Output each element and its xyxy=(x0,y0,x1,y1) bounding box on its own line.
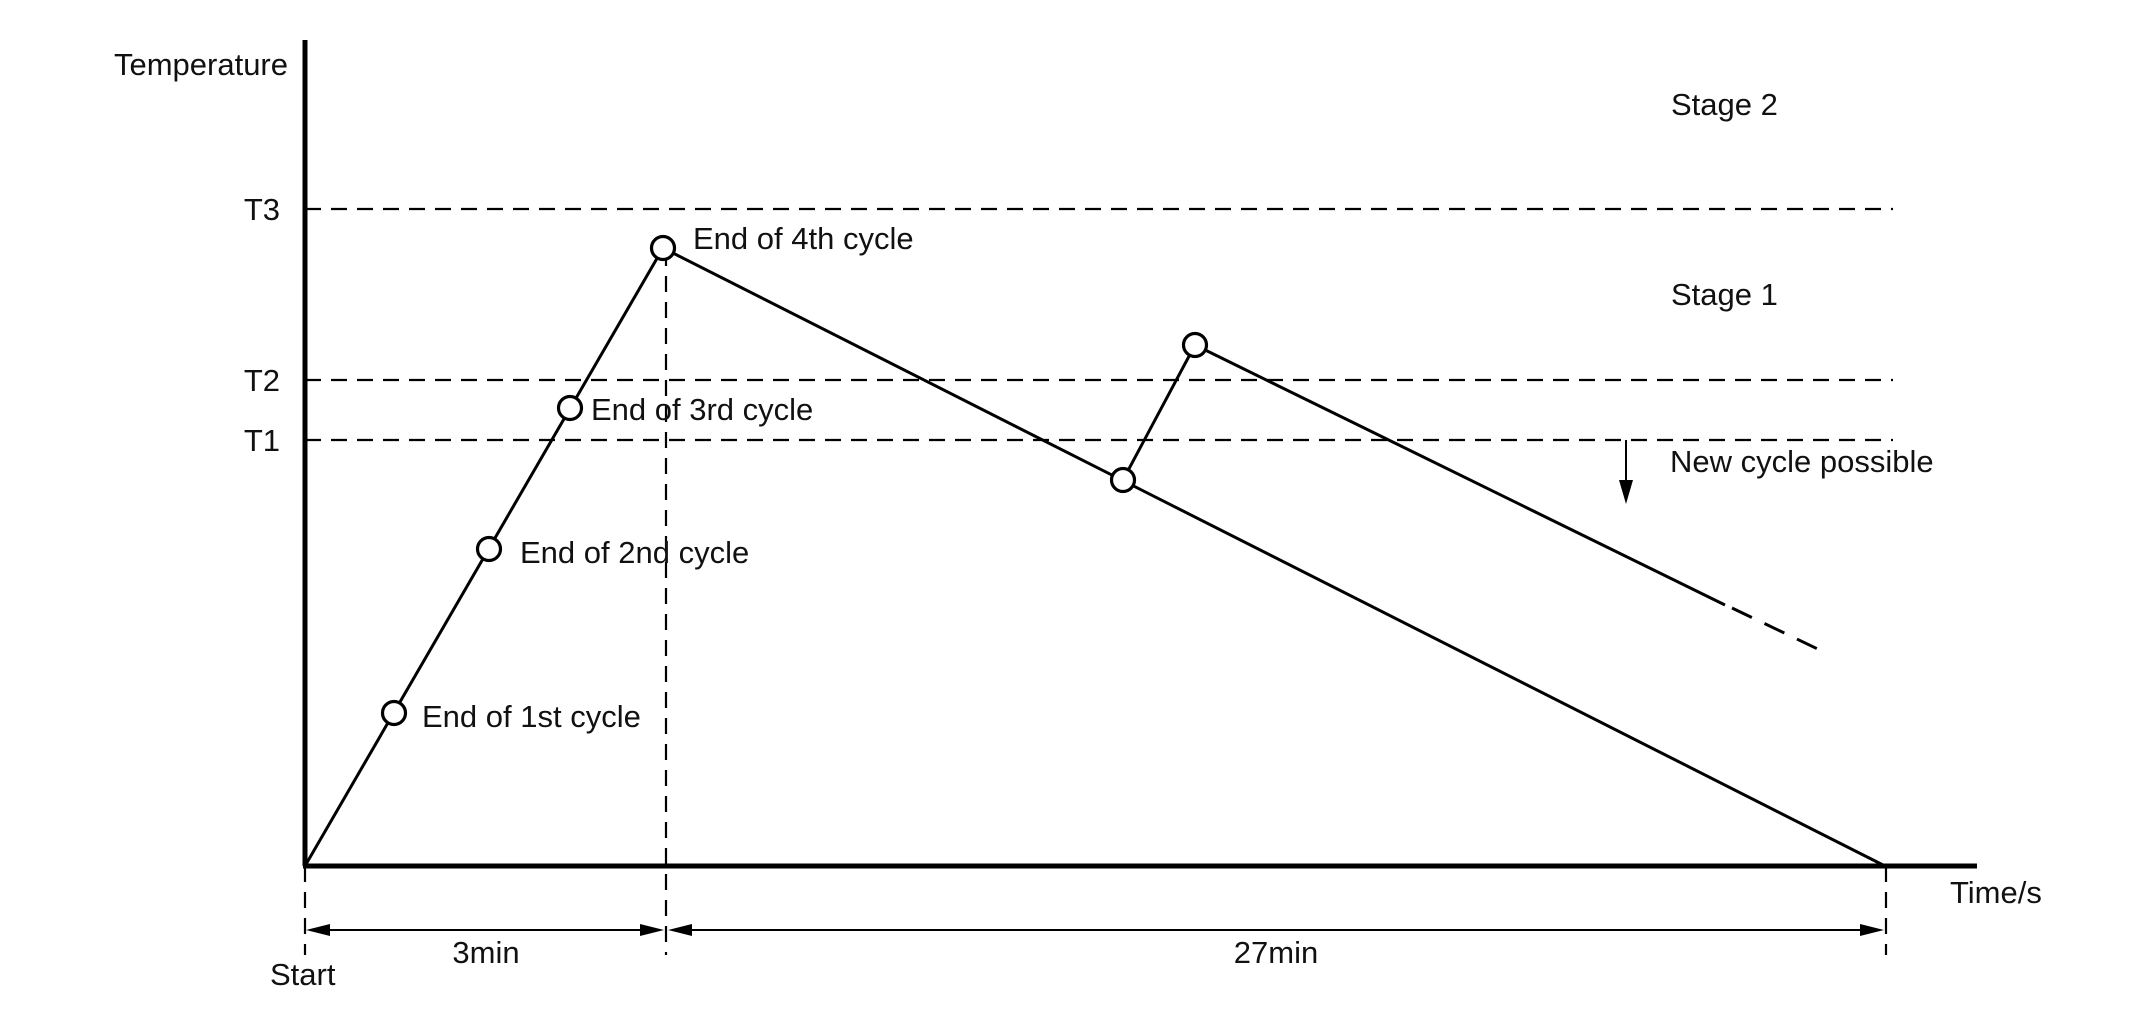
cooling-line-secondary xyxy=(1194,343,1726,607)
marker-end-of-4th-cycle xyxy=(649,234,677,262)
duration-27min-arrow-left xyxy=(668,924,692,936)
cooling-line-secondary-continuation xyxy=(1731,606,1825,654)
reheat-line xyxy=(1121,344,1197,481)
duration-27min-arrow-right xyxy=(1860,924,1884,936)
threshold-label-t3: T3 xyxy=(244,192,280,227)
label-end-of-4th-cycle: End of 4th cycle xyxy=(693,221,914,256)
stage-2-label: Stage 2 xyxy=(1671,87,1778,122)
duration-3min-arrow-left xyxy=(306,924,330,936)
new-cycle-label: New cycle possible xyxy=(1670,444,1934,479)
marker-end-of-1st-cycle xyxy=(380,699,408,727)
label-end-of-1st-cycle: End of 1st cycle xyxy=(422,699,641,734)
marker-reheat-start xyxy=(1109,466,1137,494)
duration-label-3min: 3min xyxy=(452,935,519,970)
cooling-line-main xyxy=(662,246,1886,868)
new-cycle-arrow-head xyxy=(1619,480,1633,504)
threshold-label-t1: T1 xyxy=(244,423,280,458)
label-end-of-3rd-cycle: End of 3rd cycle xyxy=(591,392,813,427)
x-axis-label: Time/s xyxy=(1950,875,2042,910)
marker-end-of-2nd-cycle xyxy=(475,535,503,563)
stage-1-label: Stage 1 xyxy=(1671,277,1778,312)
marker-reheat-end xyxy=(1181,331,1209,359)
marker-end-of-3rd-cycle xyxy=(556,394,584,422)
duration-3min-arrow-right xyxy=(640,924,664,936)
threshold-label-t2: T2 xyxy=(244,363,280,398)
start-label: Start xyxy=(270,957,336,992)
duration-label-27min: 27min xyxy=(1234,935,1318,970)
label-end-of-2nd-cycle: End of 2nd cycle xyxy=(520,535,749,570)
y-axis-label: Temperature xyxy=(114,47,288,82)
